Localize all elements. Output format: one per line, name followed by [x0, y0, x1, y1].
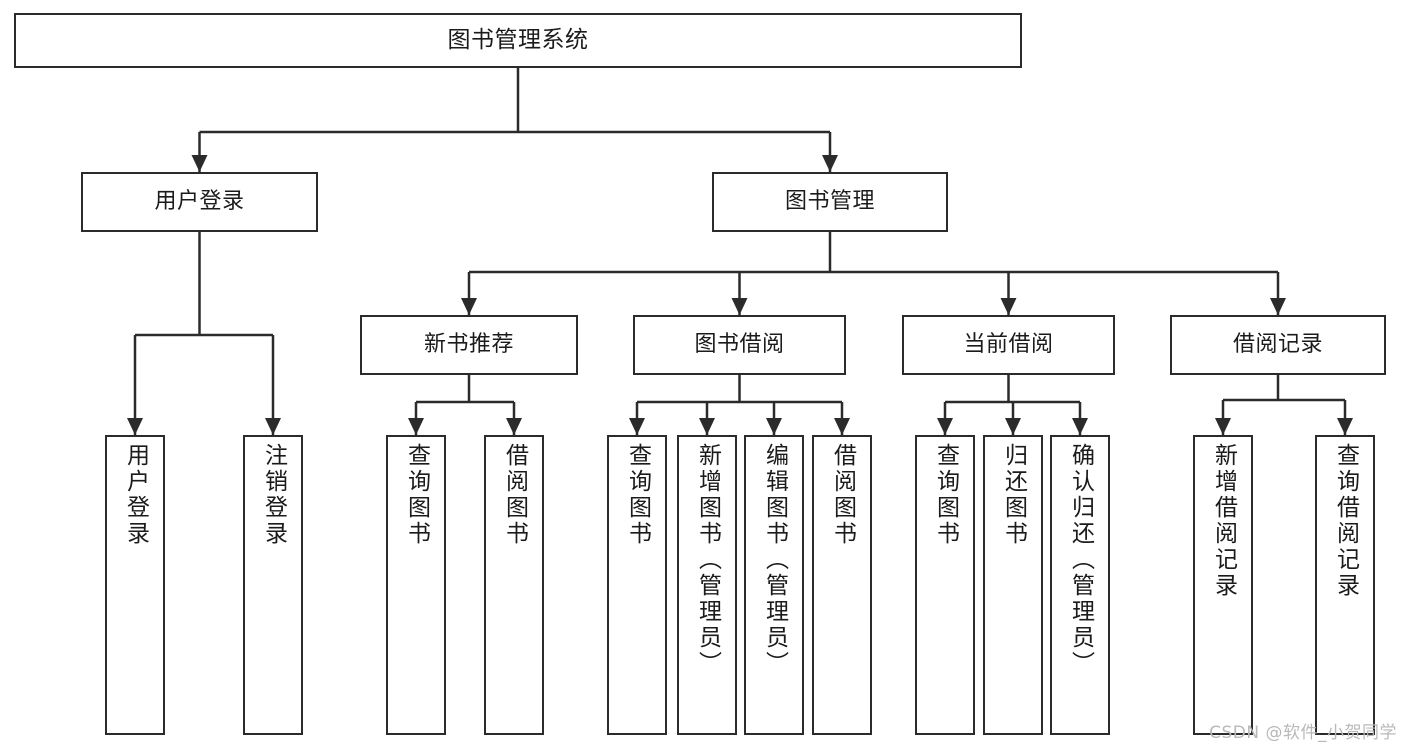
node-label-leaf-cb-query: 查询图书: [932, 443, 959, 547]
csdn-watermark: CSDN @软件_小贺同学: [1209, 723, 1397, 743]
node-label-leaf-rec-query: 查询图书: [403, 443, 430, 547]
node-label-borrow-record: 借阅记录: [1232, 331, 1323, 357]
arrow-head-leaf-cb-return: [1005, 418, 1021, 435]
node-leaf-bb-edit[interactable]: 编辑图书（管理员）: [744, 435, 804, 735]
node-leaf-user-login[interactable]: 用户登录: [105, 435, 165, 735]
node-label-leaf-cb-confirm: 确认归还（管理员）: [1067, 443, 1094, 677]
node-label-leaf-br-add: 新增借阅记录: [1210, 443, 1237, 599]
node-label-leaf-br-query: 查询借阅记录: [1332, 443, 1359, 599]
arrow-head-leaf-bb-borrow: [834, 418, 850, 435]
arrow-head-leaf-user-logout: [265, 418, 281, 435]
node-leaf-br-query[interactable]: 查询借阅记录: [1315, 435, 1375, 735]
node-user-login[interactable]: 用户登录: [81, 172, 318, 232]
arrow-head-leaf-bb-query: [629, 418, 645, 435]
node-borrow-record[interactable]: 借阅记录: [1170, 315, 1386, 375]
node-label-leaf-user-login: 用户登录: [122, 443, 149, 547]
node-leaf-cb-confirm[interactable]: 确认归还（管理员）: [1050, 435, 1110, 735]
arrow-head-book-manage: [822, 155, 838, 172]
arrow-head-leaf-br-query: [1337, 418, 1353, 435]
node-leaf-cb-query[interactable]: 查询图书: [915, 435, 975, 735]
node-leaf-user-logout[interactable]: 注销登录: [243, 435, 303, 735]
node-label-leaf-bb-add: 新增图书（管理员）: [694, 443, 721, 677]
arrow-head-leaf-cb-query: [937, 418, 953, 435]
node-label-user-login: 用户登录: [154, 188, 245, 214]
node-label-leaf-bb-query: 查询图书: [624, 443, 651, 547]
node-label-current-borrow: 当前借阅: [963, 331, 1054, 357]
arrow-head-leaf-rec-borrow: [506, 418, 522, 435]
node-leaf-rec-borrow[interactable]: 借阅图书: [484, 435, 544, 735]
node-root[interactable]: 图书管理系统: [14, 13, 1022, 68]
node-leaf-bb-query[interactable]: 查询图书: [607, 435, 667, 735]
arrow-head-leaf-user-login: [127, 418, 143, 435]
arrow-head-borrow-record: [1270, 298, 1286, 315]
node-label-leaf-rec-borrow: 借阅图书: [501, 443, 528, 547]
node-book-manage[interactable]: 图书管理: [712, 172, 948, 232]
node-leaf-bb-add[interactable]: 新增图书（管理员）: [677, 435, 737, 735]
arrow-head-leaf-rec-query: [408, 418, 424, 435]
arrow-head-leaf-bb-add: [699, 418, 715, 435]
node-label-leaf-bb-borrow: 借阅图书: [829, 443, 856, 547]
node-leaf-br-add[interactable]: 新增借阅记录: [1193, 435, 1253, 735]
arrow-head-new-book-rec: [461, 298, 477, 315]
node-leaf-rec-query[interactable]: 查询图书: [386, 435, 446, 735]
arrow-head-leaf-cb-confirm: [1072, 418, 1088, 435]
arrow-head-book-borrow: [731, 298, 748, 315]
node-label-book-manage: 图书管理: [784, 188, 875, 214]
node-label-root: 图书管理系统: [447, 26, 589, 53]
node-label-leaf-user-logout: 注销登录: [260, 443, 287, 547]
node-leaf-cb-return[interactable]: 归还图书: [983, 435, 1043, 735]
node-current-borrow[interactable]: 当前借阅: [902, 315, 1115, 375]
node-label-leaf-cb-return: 归还图书: [1000, 443, 1027, 547]
arrow-head-current-borrow: [1000, 298, 1017, 315]
node-new-book-rec[interactable]: 新书推荐: [360, 315, 578, 375]
node-label-leaf-bb-edit: 编辑图书（管理员）: [761, 443, 788, 677]
node-label-new-book-rec: 新书推荐: [423, 331, 514, 357]
node-book-borrow[interactable]: 图书借阅: [633, 315, 846, 375]
arrow-head-leaf-bb-edit: [766, 418, 782, 435]
node-leaf-bb-borrow[interactable]: 借阅图书: [812, 435, 872, 735]
arrow-head-leaf-br-add: [1215, 418, 1231, 435]
node-label-book-borrow: 图书借阅: [694, 331, 785, 357]
arrow-head-user-login: [191, 155, 208, 172]
